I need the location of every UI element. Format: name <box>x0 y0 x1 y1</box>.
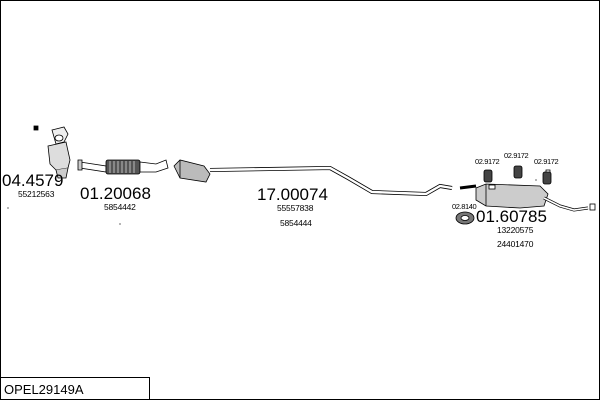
part-reference: 24401470 <box>497 239 534 249</box>
accessory-number: 02.8140 <box>452 202 477 211</box>
part-reference: 55212563 <box>18 189 55 199</box>
rear-silencer-icon[interactable] <box>459 169 596 212</box>
mounting-ring-icon[interactable] <box>455 211 475 225</box>
middle-pipe-icon[interactable] <box>173 159 453 197</box>
part-number: 04.4579 <box>2 171 64 190</box>
part-number: 01.60785 <box>476 207 547 226</box>
marker-dot <box>7 179 537 225</box>
accessory-number: 02.9172 <box>504 151 529 160</box>
part-reference: 5854442 <box>104 202 136 212</box>
diagram-code-box: OPEL29149A <box>0 377 150 399</box>
part-reference: 13220575 <box>497 225 534 235</box>
part-reference: 55557838 <box>277 203 314 213</box>
front-pipe-icon[interactable] <box>77 159 169 175</box>
part-reference: 5854444 <box>280 218 312 228</box>
catalytic-converter-icon[interactable] <box>33 125 71 179</box>
part-number: 17.00074 <box>257 185 328 204</box>
accessory-number: 02.9172 <box>534 157 559 166</box>
rubber-mount-icon[interactable] <box>483 165 552 185</box>
diagram-code: OPEL29149A <box>4 382 84 397</box>
part-number: 01.20068 <box>80 184 151 203</box>
accessory-number: 02.9172 <box>475 157 500 166</box>
